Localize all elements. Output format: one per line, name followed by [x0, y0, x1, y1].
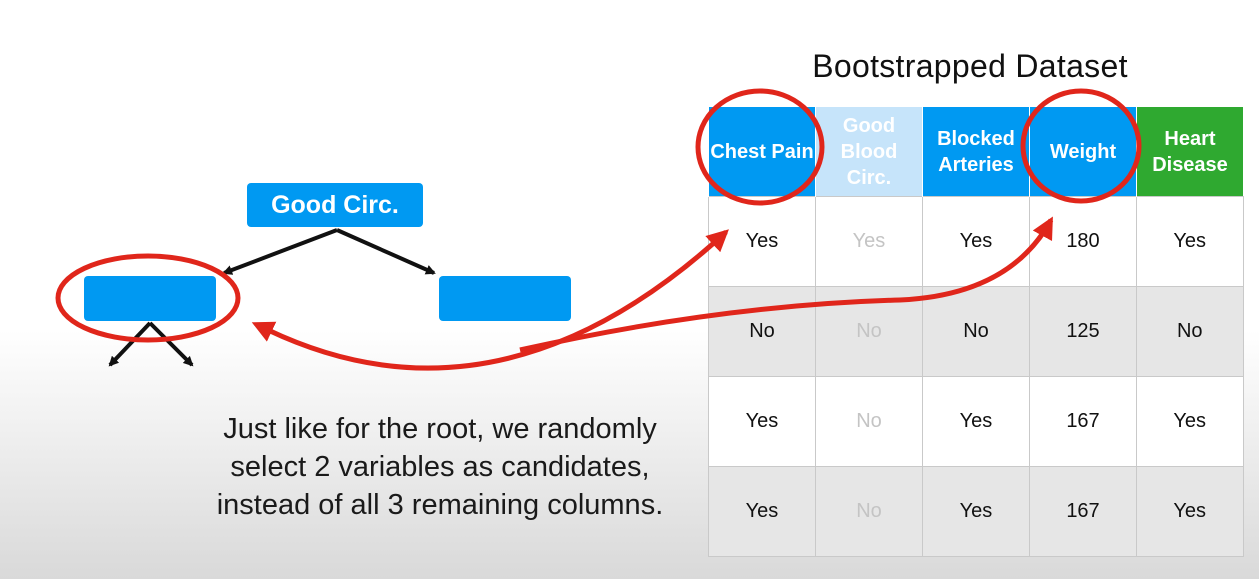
tree-root-node: Good Circ.: [247, 183, 423, 227]
edge-root-right-arrow: [336, 228, 436, 275]
edge-left-child-left-arrow: [108, 321, 152, 367]
table-cell: No: [815, 376, 923, 467]
header-weight: Weight: [1029, 107, 1137, 197]
tree-left-child-node: [84, 276, 216, 321]
table-cell: 167: [1029, 466, 1137, 557]
edge-root-left-arrow: [222, 228, 338, 275]
caption-text: Just like for the root, we randomly sele…: [216, 413, 664, 521]
highlight-circle-chest-pain: [695, 88, 825, 206]
header-good-blood-circ: Good Blood Circ.: [815, 107, 923, 197]
table-row: Yes No Yes 167 Yes: [708, 376, 1244, 467]
tree-edges: [108, 228, 436, 367]
table-cell: Yes: [815, 196, 923, 287]
header-chest-pain: Chest Pain: [708, 107, 816, 197]
table-header-row: Chest Pain Good Blood Circ. Blocked Arte…: [708, 107, 1243, 197]
table-cell: 180: [1029, 196, 1137, 287]
table-cell: 125: [1029, 286, 1137, 377]
table-cell: Yes: [1136, 376, 1244, 467]
table-cell: Yes: [922, 196, 1030, 287]
table-cell: Yes: [1136, 466, 1244, 557]
bootstrapped-dataset-table: Chest Pain Good Blood Circ. Blocked Arte…: [708, 107, 1244, 557]
table-cell: Yes: [708, 466, 816, 557]
header-heart-disease: Heart Disease: [1136, 107, 1243, 197]
table-cell: No: [815, 466, 923, 557]
edge-left-child-right-arrow: [148, 321, 194, 367]
table-cell: No: [922, 286, 1030, 377]
highlight-circle-left-node: [55, 253, 241, 343]
red-arrow-to-chest-pain: [251, 229, 729, 371]
red-arrow-to-weight: [519, 216, 1054, 353]
table-row: Yes No Yes 167 Yes: [708, 466, 1244, 557]
highlight-circle-weight: [1020, 88, 1142, 204]
table-cell: No: [1136, 286, 1244, 377]
header-blocked-arteries: Blocked Arteries: [922, 107, 1030, 197]
table-cell: Yes: [922, 466, 1030, 557]
dataset-title: Bootstrapped Dataset: [812, 48, 1128, 84]
table-cell: 167: [1029, 376, 1137, 467]
table-cell: Yes: [1136, 196, 1244, 287]
